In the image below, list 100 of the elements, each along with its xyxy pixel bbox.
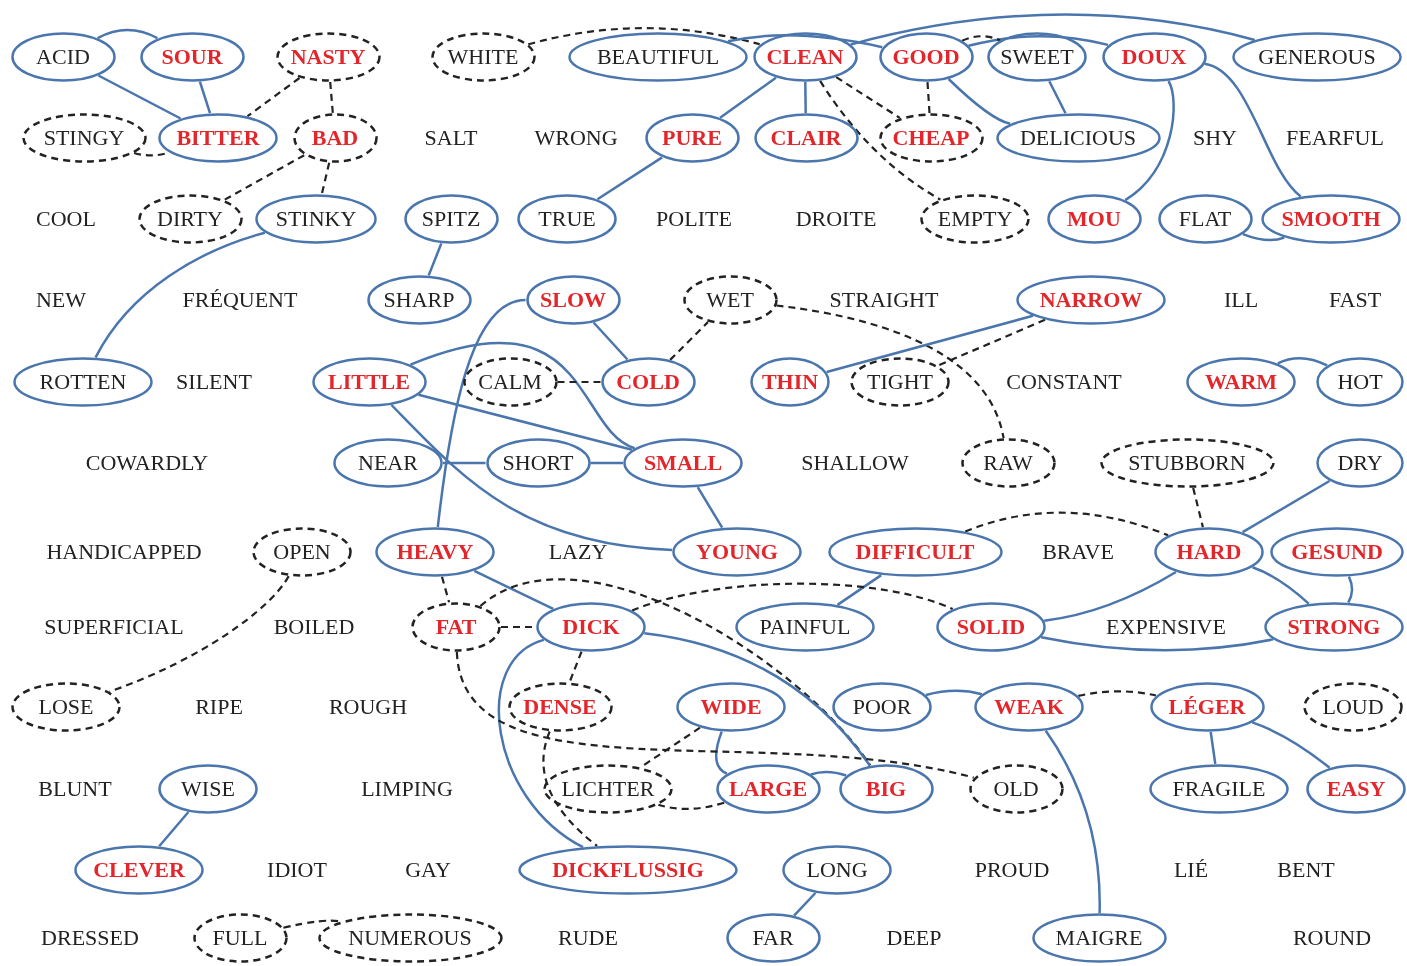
word-label: DRESSED — [41, 925, 139, 951]
word-ellipse — [507, 682, 613, 732]
word-label: LAZY — [548, 539, 608, 565]
word-ellipse — [715, 764, 821, 814]
word-ellipse — [1157, 194, 1253, 244]
word-label: PAINFUL — [759, 614, 851, 640]
word-label: ROUGH — [328, 694, 408, 720]
word-ellipse — [568, 32, 748, 82]
connector-line — [592, 321, 629, 361]
connector-line — [719, 76, 777, 119]
word-label: PURE — [662, 125, 722, 151]
connector-line — [826, 314, 1034, 374]
connector-line — [1048, 80, 1067, 114]
word-ellipse — [275, 32, 381, 82]
word-ellipse — [1232, 32, 1402, 82]
word-label: HARD — [1176, 539, 1242, 565]
word-label: COWARDLY — [85, 450, 209, 476]
connector-line — [1242, 232, 1285, 242]
word-label: GENEROUS — [1258, 44, 1376, 70]
connector-line — [410, 342, 636, 450]
word-label: OLD — [993, 776, 1039, 802]
word-ellipse — [672, 527, 802, 577]
connector-line — [964, 511, 1169, 537]
connector-line — [776, 304, 1005, 439]
word-label: SPITZ — [421, 206, 481, 232]
word-label: MOU — [1067, 206, 1121, 232]
word-ellipse — [960, 438, 1056, 488]
word-ellipse — [255, 194, 377, 244]
word-label: WARM — [1204, 369, 1278, 395]
word-ellipse — [74, 845, 204, 895]
word-ellipse — [920, 194, 1030, 244]
word-ellipse — [311, 357, 427, 407]
word-ellipse — [987, 32, 1087, 82]
word-label: STINGY — [43, 125, 125, 151]
connector-line — [455, 651, 974, 779]
word-ellipse — [782, 845, 892, 895]
connector-line — [810, 770, 847, 777]
connector-line — [390, 404, 673, 552]
word-label: TRUE — [538, 206, 596, 232]
connector-line — [568, 651, 583, 683]
word-label: RIPE — [195, 694, 243, 720]
connector-line — [473, 569, 554, 610]
connector-line — [223, 154, 305, 201]
word-label: SMOOTH — [1281, 206, 1381, 232]
word-ellipse — [366, 275, 472, 325]
word-label: SHARP — [383, 287, 455, 313]
word-ellipse — [543, 764, 673, 814]
word-label: LONG — [806, 857, 868, 883]
word-label: STRAIGHT — [829, 287, 939, 313]
word-ellipse — [375, 527, 495, 577]
word-label: BOILED — [273, 614, 355, 640]
word-label: LÉGER — [1168, 694, 1246, 720]
word-label: DOUX — [1121, 44, 1187, 70]
connector-line — [644, 631, 871, 767]
word-ellipse — [832, 682, 932, 732]
word-label: GESUND — [1291, 539, 1383, 565]
word-label: DICK — [562, 614, 620, 640]
word-ellipse — [462, 357, 558, 407]
connector-line — [1251, 721, 1331, 769]
word-ellipse — [753, 113, 859, 163]
word-label: DIRTY — [157, 206, 223, 232]
word-ellipse — [1101, 32, 1207, 82]
connector-line — [850, 13, 1255, 46]
connector-line — [283, 919, 341, 929]
word-ellipse — [158, 764, 258, 814]
word-ellipse — [1016, 275, 1166, 325]
word-label: BIG — [865, 776, 907, 802]
connector-line — [97, 28, 158, 40]
connector-line — [557, 380, 601, 384]
word-label: BITTER — [176, 125, 260, 151]
connector-line — [427, 243, 443, 276]
connector-line — [542, 731, 598, 847]
word-label: WRONG — [534, 125, 618, 151]
word-label: WHITE — [447, 44, 519, 70]
word-label: BEAUTIFUL — [596, 44, 720, 70]
word-label: SUPERFICIAL — [44, 614, 184, 640]
word-label: SALT — [424, 125, 478, 151]
word-label: SHORT — [502, 450, 574, 476]
word-ellipse — [137, 194, 243, 244]
word-label: STRONG — [1287, 614, 1381, 640]
word-label: SOUR — [161, 44, 223, 70]
connector-line — [947, 78, 1011, 125]
connector-line — [1040, 635, 1274, 652]
word-ellipse — [333, 438, 443, 488]
connector-line — [715, 731, 728, 775]
word-label: MAIGRE — [1055, 925, 1143, 951]
word-label: NARROW — [1039, 287, 1143, 313]
word-label: NEAR — [358, 450, 418, 476]
word-label: POOR — [852, 694, 912, 720]
word-label: CLEVER — [93, 857, 185, 883]
word-ellipse — [1149, 764, 1289, 814]
connector-line — [1078, 690, 1157, 697]
word-ellipse — [682, 275, 778, 325]
word-label: FRAGILE — [1172, 776, 1266, 802]
word-label: DELICIOUS — [1019, 125, 1137, 151]
connector-line — [727, 34, 883, 49]
word-label: SOLID — [956, 614, 1026, 640]
word-label: SHALLOW — [801, 450, 909, 476]
connector-line — [596, 156, 663, 201]
word-label: BENT — [1277, 857, 1335, 883]
